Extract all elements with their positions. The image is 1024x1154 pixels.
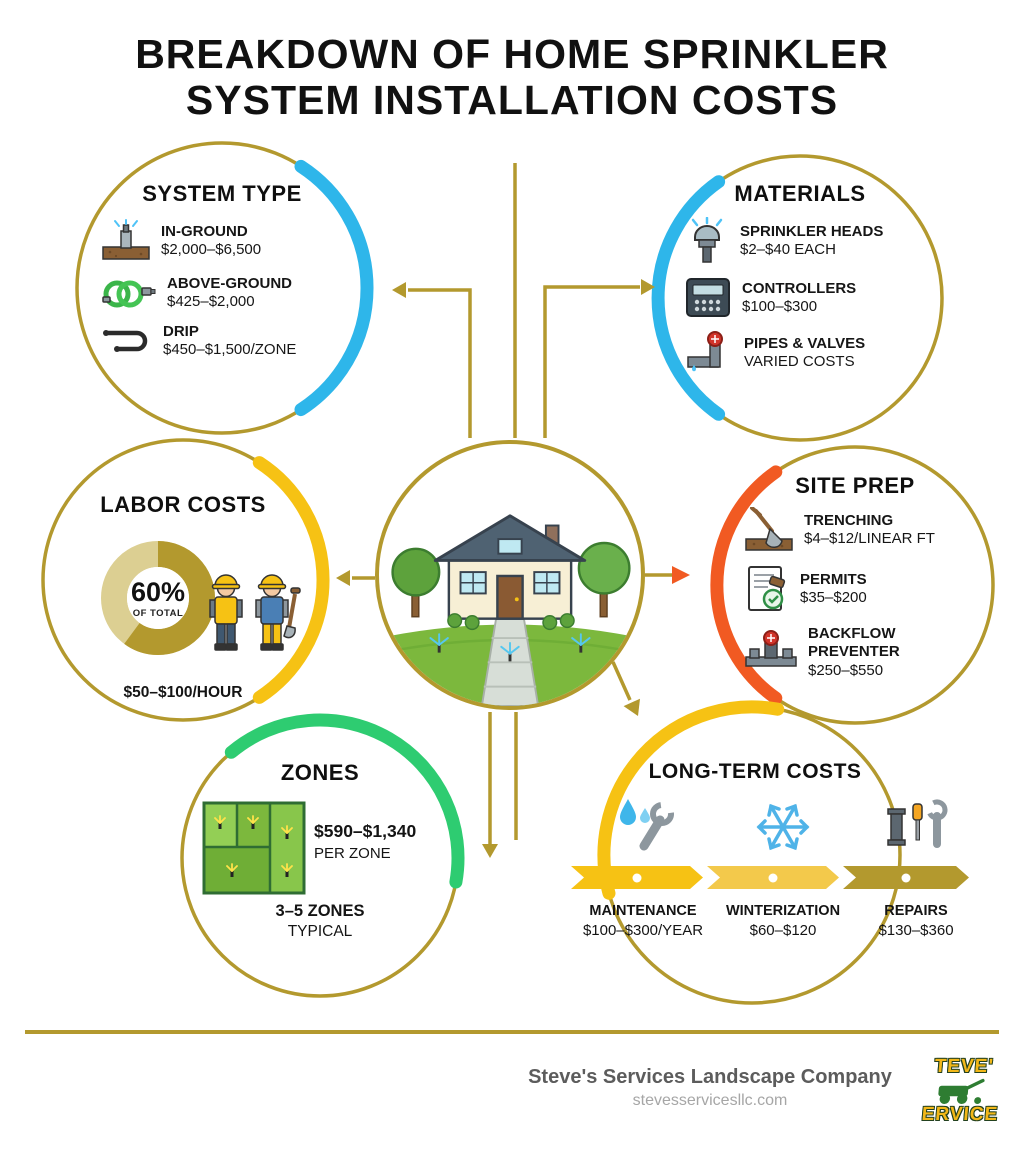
zone-cost-caption: PER ZONE <box>314 844 391 862</box>
workers-illustration <box>198 566 310 663</box>
permit-document-icon <box>744 564 790 614</box>
page-title-line1: BREAKDOWN OF HOME SPRINKLER <box>135 31 889 77</box>
zone-typical: 3–5 ZONES TYPICAL <box>230 900 410 943</box>
connector-to-system-type <box>408 288 472 438</box>
item-label: PERMITS <box>800 570 867 588</box>
footer-text: Steve's Services Landscape Company steve… <box>460 1066 960 1110</box>
site-prep-title: SITE PREP <box>795 473 915 498</box>
item-label: CONTROLLERS <box>742 279 857 297</box>
item-value: $250–$550 <box>808 661 884 679</box>
item-value: $100–$300 <box>742 298 818 315</box>
connector-to-long-term <box>611 661 632 701</box>
item-label: TRENCHING <box>804 511 894 529</box>
labor-title: LABOR COSTS <box>100 492 266 517</box>
company-name: Steve's Services Landscape Company <box>528 1066 892 1088</box>
item-value: $450–$1,500/ZONE <box>163 341 297 359</box>
labor-percent-caption: OF TOTAL <box>132 608 184 619</box>
zones-accent-arc <box>224 713 465 889</box>
long-term-accent-arc <box>597 700 785 900</box>
item-label: ABOVE-GROUND <box>167 274 293 292</box>
in-ground-sprinkler-icon <box>101 219 151 263</box>
footer-divider <box>25 1030 999 1034</box>
page-title: BREAKDOWN OF HOME SPRINKLER SYSTEM INSTA… <box>0 31 1024 124</box>
logo-text-bottom: ERVICE <box>920 1104 1000 1125</box>
zone-map-icon <box>202 801 306 900</box>
cost-item: BACKFLOW PREVENTER$250–$550 <box>744 625 979 680</box>
labor-accent-arc <box>252 456 330 704</box>
cost-item: IN-GROUND$2,000–$6,500 <box>101 219 359 263</box>
page-title-line2: SYSTEM INSTALLATION COSTS <box>185 76 839 123</box>
item-value: $4–$12/LINEAR FT <box>804 530 935 547</box>
cost-item: ABOVE-GROUND$425–$2,000 <box>101 274 359 312</box>
backflow-preventer-icon <box>744 629 798 675</box>
item-label: PIPES & VALVES <box>744 334 866 352</box>
winterization-label: WINTERIZATION $60–$120 <box>725 903 841 939</box>
system-type-accent-arc <box>294 159 374 417</box>
timeline-segment-repairs <box>843 866 969 889</box>
cost-item: TRENCHING$4–$12/LINEAR FT <box>744 507 979 553</box>
system-type-title: SYSTEM TYPE <box>142 181 302 206</box>
company-logo: TEVE' ERVICE <box>910 1046 1014 1136</box>
labor-percent: 60% <box>130 577 186 607</box>
zone-cost: $590–$1,340 PER ZONE <box>314 820 454 864</box>
winterization-snowflake-icon <box>754 798 812 861</box>
cost-item: DRIP$450–$1,500/ZONE <box>101 323 359 360</box>
cost-item: PERMITS$35–$200 <box>744 564 979 614</box>
company-website: stevesservicesllc.com <box>632 1092 788 1109</box>
connector-to-materials <box>543 285 640 438</box>
house-illustration <box>375 440 645 710</box>
item-value: $425–$2,000 <box>167 293 255 310</box>
labor-donut-chart: 60% OF TOTAL <box>96 536 220 660</box>
timeline-dot <box>769 873 778 882</box>
drip-line-icon <box>101 324 153 358</box>
labor-rate: $50–$100/HOUR <box>123 684 243 701</box>
item-value: $35–$200 <box>800 589 867 606</box>
site-prep-accent-arc <box>710 465 783 705</box>
long-term-title: LONG-TERM COSTS <box>648 760 862 783</box>
arrow-right-materials <box>641 279 655 295</box>
timeline-dot <box>902 873 911 882</box>
materials-title: MATERIALS <box>734 181 866 206</box>
item-label: DRIP <box>163 323 199 340</box>
item-label: BACKFLOW PREVENTER <box>808 625 900 661</box>
sprinkler-head-icon <box>684 217 730 265</box>
item-value: $2–$40 EACH <box>740 241 836 258</box>
arrow-diag-long-term <box>623 698 640 716</box>
item-value: VARIED COSTS <box>744 353 855 370</box>
materials-accent-arc <box>651 175 726 421</box>
zones-title: ZONES <box>280 760 360 785</box>
item-label: SPRINKLER HEADS <box>740 222 884 240</box>
timeline-segment-maintenance <box>571 866 703 889</box>
item-label: IN-GROUND <box>161 222 248 240</box>
trenching-shovel-icon <box>744 507 794 553</box>
maintenance-wrench-drops-icon <box>612 796 674 859</box>
arrow-left-system-type <box>392 282 406 298</box>
cost-item: CONTROLLERS$100–$300 <box>684 276 926 320</box>
zone-cost-value: $590–$1,340 <box>314 821 417 841</box>
repairs-label: REPAIRS $130–$360 <box>878 903 954 939</box>
timeline-segment-winterization <box>707 866 839 889</box>
zone-typical-caption: TYPICAL <box>287 923 353 941</box>
repairs-tools-icon <box>883 796 949 859</box>
item-value: $2,000–$6,500 <box>161 241 262 258</box>
garden-hose-icon <box>101 274 157 312</box>
arrow-right-site-prep <box>672 566 690 584</box>
cost-item: SPRINKLER HEADS$2–$40 EACH <box>684 217 926 265</box>
timeline-dot <box>633 873 642 882</box>
arrow-down-zones <box>482 844 498 858</box>
logo-mower-icon <box>938 1078 985 1104</box>
pipes-valves-icon <box>684 331 734 375</box>
logo-text-top: TEVE' <box>933 1056 995 1077</box>
arrow-left-labor <box>336 570 350 586</box>
zone-typical-value: 3–5 ZONES <box>275 902 365 920</box>
controller-icon <box>684 276 732 320</box>
maintenance-label: MAINTENANCE $100–$300/YEAR <box>582 903 704 939</box>
